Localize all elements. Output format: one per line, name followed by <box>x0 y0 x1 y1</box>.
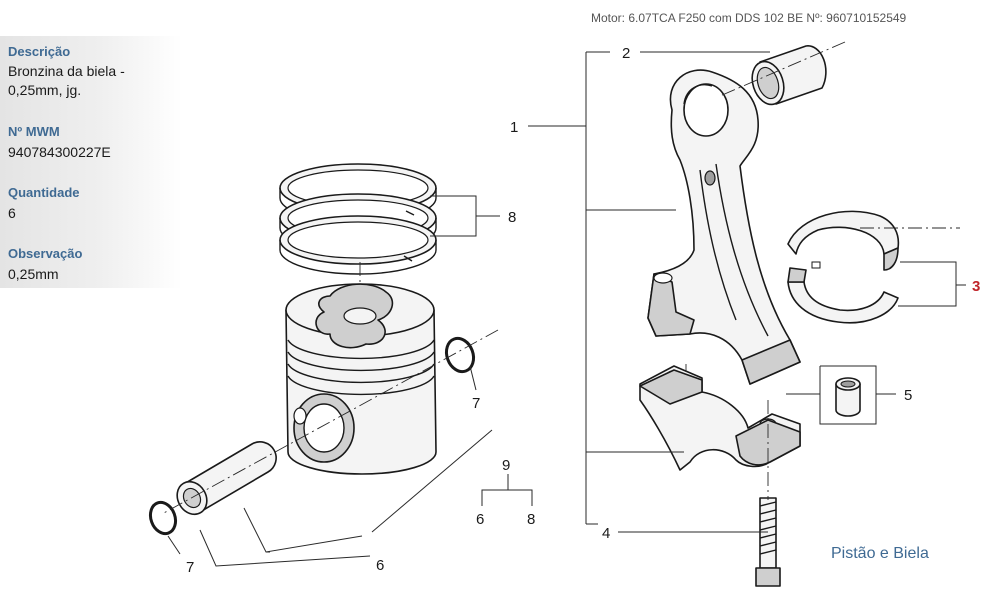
callout-7-right: 7 <box>472 395 480 412</box>
callout-6: 6 <box>376 557 384 574</box>
observacao-label: Observação <box>8 246 83 261</box>
piston-pin[interactable] <box>171 441 277 520</box>
callout-3[interactable]: 3 <box>972 278 980 295</box>
bearing-shells[interactable] <box>787 210 900 324</box>
callout-9-right: 8 <box>527 511 535 528</box>
piston[interactable] <box>285 283 437 475</box>
engine-header: Motor: 6.07TCA F250 com DDS 102 BE Nº: 9… <box>591 11 907 25</box>
dowel-sleeve[interactable] <box>835 377 861 417</box>
connecting-rod-cap[interactable] <box>639 365 801 471</box>
connecting-rod[interactable] <box>647 69 801 385</box>
callout-8: 8 <box>508 209 516 226</box>
quantidade-value: 6 <box>8 205 16 221</box>
callout-9-left: 6 <box>476 511 484 528</box>
circlip-right[interactable] <box>442 335 478 376</box>
diagram-caption: Pistão e Biela <box>831 545 929 562</box>
descricao-value: Bronzina da biela - 0,25mm, jg. <box>8 63 125 98</box>
mwm-value: 940784300227E <box>8 144 111 160</box>
leader-lines <box>167 51 966 567</box>
callout-7-left: 7 <box>186 559 194 576</box>
circlip-left[interactable] <box>146 499 179 537</box>
quantidade-label: Quantidade <box>8 185 80 200</box>
mwm-label: Nº MWM <box>8 124 60 139</box>
callout-2: 2 <box>622 45 630 62</box>
descricao-label: Descrição <box>8 44 71 59</box>
callout-1: 1 <box>510 119 518 136</box>
connecting-rod-bolt[interactable] <box>755 497 781 587</box>
assembly-axes <box>161 41 960 515</box>
part-info-panel: Descrição Bronzina da biela - 0,25mm, jg… <box>0 36 182 288</box>
callout-9: 9 <box>502 457 510 474</box>
callout-5: 5 <box>904 387 912 404</box>
piston-rings[interactable] <box>279 163 437 275</box>
callout-4: 4 <box>602 525 610 542</box>
observacao-value: 0,25mm <box>8 266 59 282</box>
